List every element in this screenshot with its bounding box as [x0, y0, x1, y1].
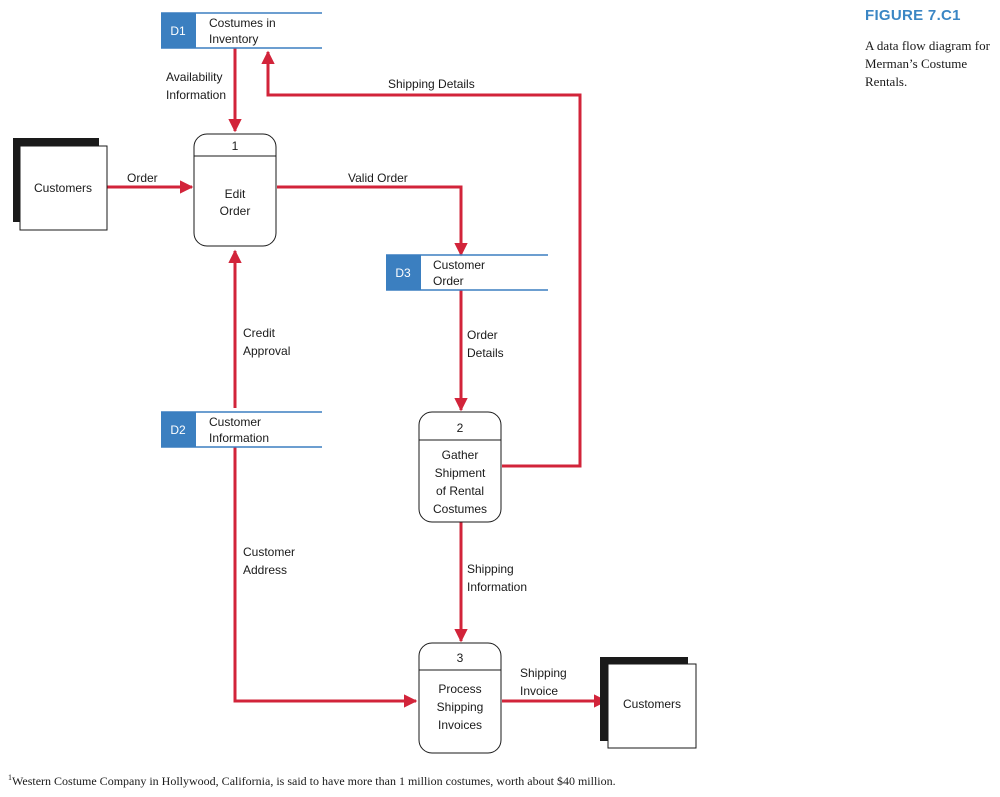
flow-label-customer-address-line-2: Address — [243, 563, 287, 577]
process-label-line-3: of Rental — [436, 484, 484, 498]
flow-label-availability-line-2: Information — [166, 88, 226, 102]
footnote-text: Western Costume Company in Hollywood, Ca… — [12, 774, 616, 788]
flow-labels: Availability Information Shipping Detail… — [127, 70, 567, 698]
process-label-line-2: Order — [220, 204, 251, 218]
flow-label-order-details-line-1: Order — [467, 328, 498, 342]
external-entity-customers-right: Customers — [600, 657, 697, 749]
store-label-line-2: Inventory — [209, 32, 258, 46]
flow-label-order-details-line-2: Details — [467, 346, 504, 360]
store-id: D1 — [170, 24, 186, 38]
flow-label-availability-line-1: Availability — [166, 70, 222, 84]
flow-shipping-details — [261, 50, 582, 468]
flow-label-order: Order — [127, 171, 158, 185]
store-id: D2 — [170, 423, 186, 437]
process-2-gather-shipment: 2 Gather Shipment of Rental Costumes — [418, 411, 502, 523]
process-number: 1 — [232, 139, 239, 153]
process-3-process-shipping-invoices: 3 Process Shipping Invoices — [418, 642, 502, 754]
figure-caption: A data flow diagram for Merman’s Costume… — [865, 38, 990, 89]
flow-label-shipping-invoice-line-2: Invoice — [520, 684, 558, 698]
figure-label: FIGURE 7.C1 — [865, 7, 961, 24]
process-label-line-3: Invoices — [438, 718, 482, 732]
process-label-line-4: Costumes — [433, 502, 487, 516]
flow-label-credit-line-1: Credit — [243, 326, 276, 340]
flow-label-shipping-details: Shipping Details — [388, 77, 475, 91]
flow-label-shipping-information-line-1: Shipping — [467, 562, 514, 576]
process-1-edit-order: 1 Edit Order — [193, 133, 277, 247]
data-store-d2: D2 Customer Information — [161, 411, 322, 448]
store-label-line-1: Costumes in — [209, 16, 276, 30]
flow-label-valid-order: Valid Order — [348, 171, 408, 185]
store-id: D3 — [395, 266, 411, 280]
store-label-line-2: Order — [433, 274, 464, 288]
entity-label: Customers — [34, 181, 92, 195]
store-label-line-1: Customer — [209, 415, 261, 429]
process-label-line-2: Shipping — [437, 700, 484, 714]
footnote: 1Western Costume Company in Hollywood, C… — [8, 773, 616, 789]
process-number: 3 — [457, 651, 464, 665]
flow-customer-address — [233, 447, 418, 708]
store-label-line-1: Customer — [433, 258, 485, 272]
process-label-line-1: Edit — [225, 187, 246, 201]
footnote-marker: 1 — [8, 773, 12, 782]
data-store-d3: D3 Customer Order — [386, 254, 548, 291]
process-label-line-1: Gather — [442, 448, 479, 462]
flow-label-customer-address-line-1: Customer — [243, 545, 295, 559]
process-label-line-1: Process — [438, 682, 481, 696]
flow-label-shipping-information-line-2: Information — [467, 580, 527, 594]
process-number: 2 — [457, 421, 464, 435]
flow-valid-order — [277, 185, 468, 257]
data-store-d1: D1 Costumes in Inventory — [161, 12, 322, 49]
store-label-line-2: Information — [209, 431, 269, 445]
flow-label-credit-line-2: Approval — [243, 344, 290, 358]
process-label-line-2: Shipment — [435, 466, 486, 480]
flow-label-shipping-invoice-line-1: Shipping — [520, 666, 567, 680]
entity-label: Customers — [623, 697, 681, 711]
external-entity-customers-left: Customers — [13, 138, 108, 231]
